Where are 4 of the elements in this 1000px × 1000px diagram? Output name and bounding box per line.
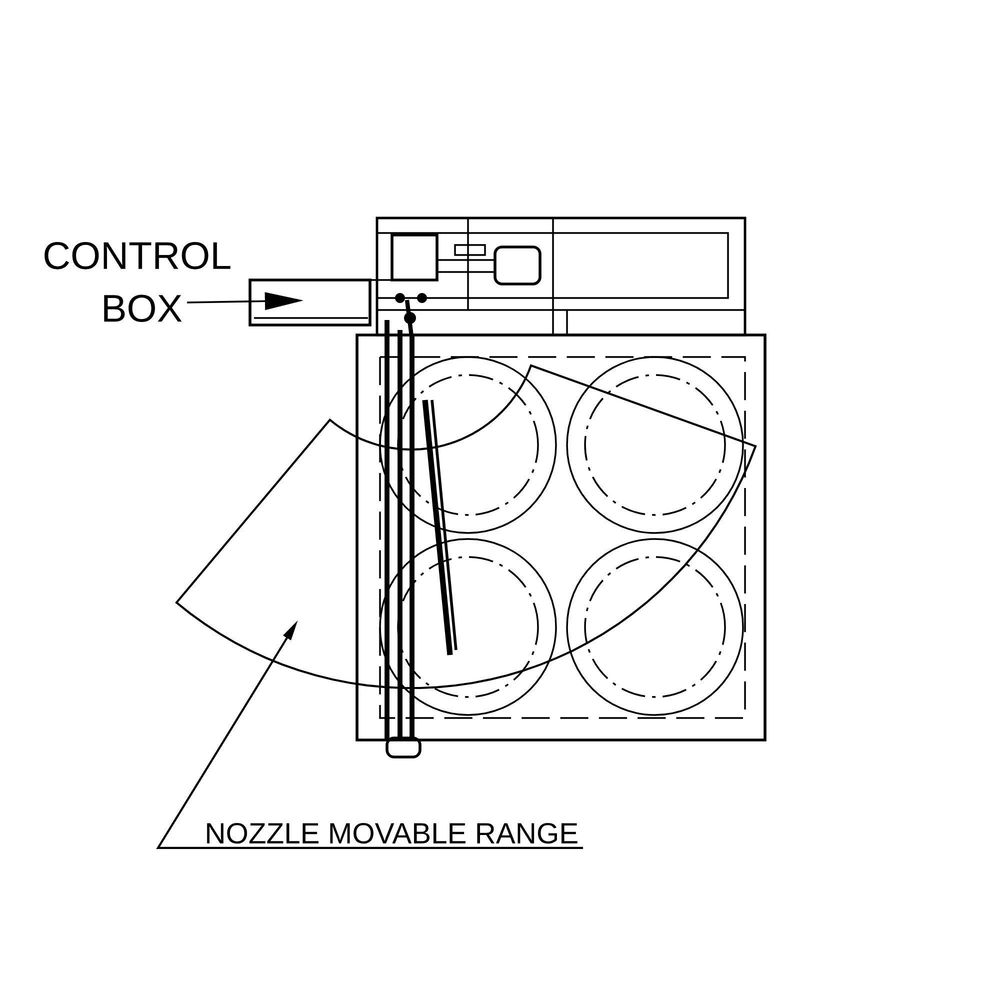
- label-text: CONTROL BOX: [44, 242, 230, 322]
- label-text: NOZZLE MOVABLE RANGE: [207, 822, 578, 844]
- range-sector: [175, 364, 757, 690]
- tray: [248, 278, 372, 326]
